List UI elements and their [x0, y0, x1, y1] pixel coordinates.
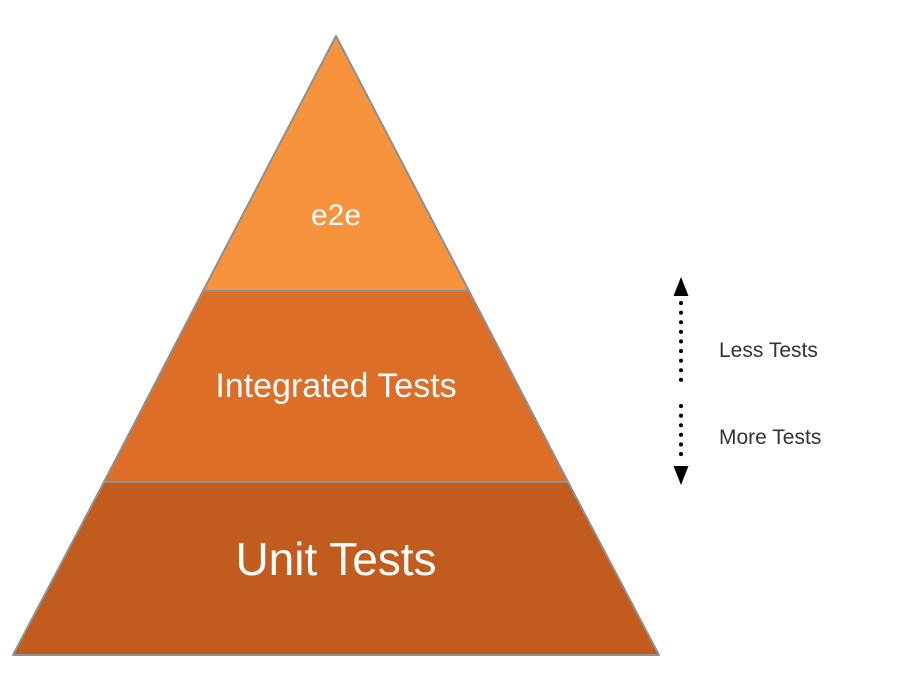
tier-label-integrated-tests: Integrated Tests — [215, 367, 456, 405]
tier-label-unit-tests: Unit Tests — [235, 533, 436, 585]
arrow-down-icon — [673, 466, 689, 485]
arrow-up-icon — [673, 277, 689, 296]
scale-label-more-tests: More Tests — [719, 426, 821, 449]
scale-label-less-tests: Less Tests — [719, 339, 818, 362]
tier-label-e2e: e2e — [311, 199, 361, 232]
pyramid-tier-unit-tests — [12, 481, 660, 656]
pyramid-tier-e2e — [202, 35, 470, 292]
